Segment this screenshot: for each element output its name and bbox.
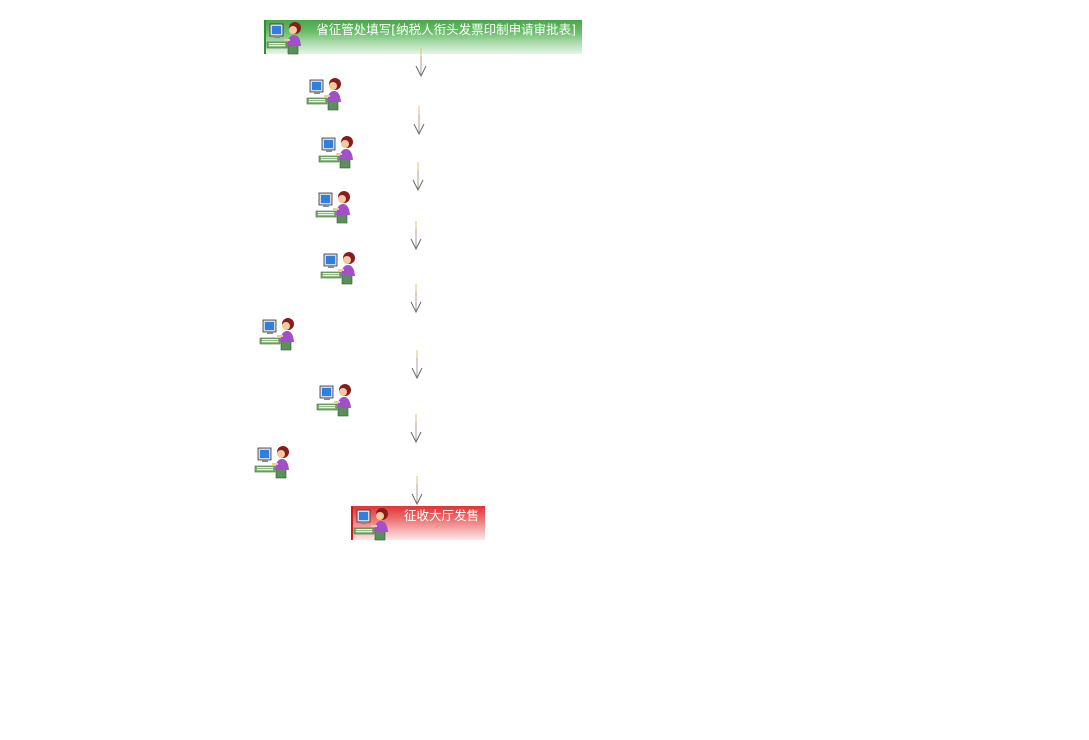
flow-end-node: 征收大厅发售 [351,506,487,542]
arrow-down-icon [409,221,423,251]
arrow-down-icon [414,48,428,78]
clerk-at-computer-icon [259,316,297,352]
arrow-down-icon [409,284,423,314]
arrow-down-icon [410,476,424,506]
flow-start-label-bar: 省征管处填写[纳税人衔头发票印制申请审批表] [264,20,582,54]
clerk-at-computer-icon [316,382,354,418]
clerk-at-computer-icon [266,20,304,56]
arrow-down-icon [410,350,424,380]
flow-end-label: 征收大厅发售 [403,508,479,523]
flow-start-node: 省征管处填写[纳税人衔头发票印制申请审批表] [264,20,584,56]
clerk-at-computer-icon [320,250,358,286]
clerk-at-computer-icon [353,506,391,542]
arrow-down-icon [412,106,426,136]
flow-end-label-bar: 征收大厅发售 [351,506,485,540]
flow-start-label: 省征管处填写[纳税人衔头发票印制申请审批表] [316,22,576,37]
arrow-down-icon [409,414,423,444]
arrow-down-icon [411,162,425,192]
clerk-at-computer-icon [318,134,356,170]
clerk-at-computer-icon [315,189,353,225]
clerk-at-computer-icon [306,76,344,112]
clerk-at-computer-icon [254,444,292,480]
